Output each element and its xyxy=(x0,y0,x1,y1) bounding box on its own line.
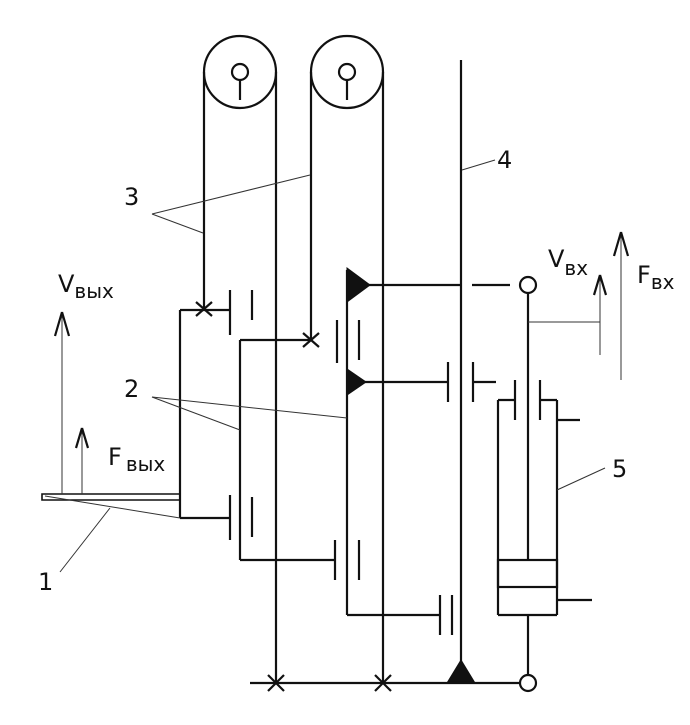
base-hinge xyxy=(518,673,538,693)
label-4: 4 xyxy=(497,146,512,174)
rope-anchor-marks xyxy=(195,301,392,692)
right-carriage xyxy=(335,270,461,635)
f-out-arrow xyxy=(74,427,90,494)
fixed-joints xyxy=(346,267,476,684)
rope-lines xyxy=(202,72,385,683)
shaft-guides xyxy=(450,283,510,635)
label-5: 5 xyxy=(612,455,627,483)
leader-lines xyxy=(59,159,606,573)
v-in-label: Vвх xyxy=(548,245,588,280)
hydraulic-cylinder xyxy=(496,380,592,675)
label-1: 1 xyxy=(38,568,53,596)
v-in-arrow xyxy=(528,274,608,355)
f-in-arrow xyxy=(612,231,630,380)
v-out-arrow xyxy=(53,311,71,494)
v-out-label: Vвых xyxy=(58,270,114,303)
output-lever xyxy=(41,493,181,519)
f-in-label: Fвх xyxy=(637,261,675,294)
label-2: 2 xyxy=(124,375,139,403)
label-3: 3 xyxy=(124,183,139,211)
input-hinge xyxy=(518,275,538,295)
